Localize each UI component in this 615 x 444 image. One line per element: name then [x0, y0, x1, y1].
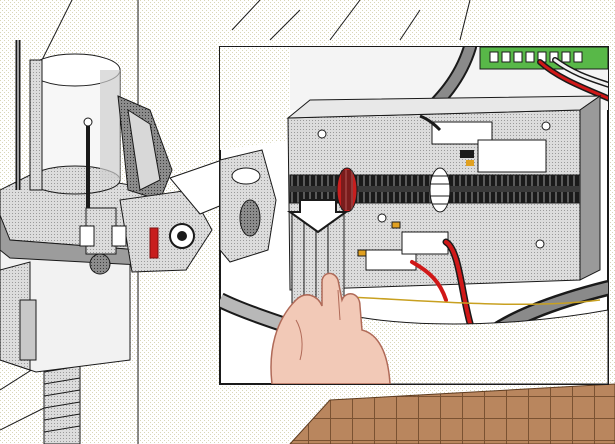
- gear-icon: [149, 227, 159, 259]
- switch-icon: [419, 114, 547, 173]
- floor-tiles: [289, 383, 615, 444]
- red-gear: [336, 167, 358, 213]
- hand-icon: [270, 272, 391, 384]
- down-arrow-icon: [286, 199, 350, 234]
- lower-switch: [357, 221, 449, 271]
- white-gear: [429, 167, 451, 213]
- motor-icon: [29, 53, 121, 195]
- detail-inset: [219, 46, 609, 385]
- gate-opener-unit: [0, 40, 223, 444]
- circuit-board: [479, 47, 608, 70]
- output-bracket: [119, 189, 213, 273]
- pcb-wires: [537, 57, 608, 102]
